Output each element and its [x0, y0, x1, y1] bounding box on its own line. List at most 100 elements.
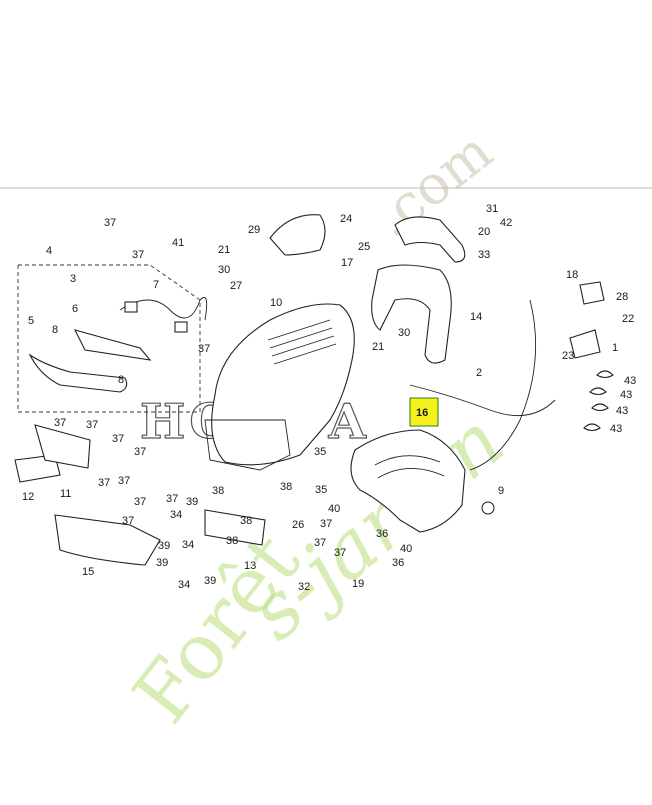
part-number-label: 39 [204, 575, 216, 587]
part-number-label: 37 [134, 446, 146, 458]
part-number-label: 31 [486, 203, 498, 215]
part-number-label: 12 [22, 491, 34, 503]
part-number-label: 37 [118, 475, 130, 487]
part-number-label: 24 [340, 213, 352, 225]
part-number-label: 5 [28, 315, 34, 327]
part-number-label: 41 [172, 237, 184, 249]
part-number-label: 27 [230, 280, 242, 292]
part-number-label: 30 [398, 327, 410, 339]
part-number-label: 32 [298, 581, 310, 593]
part-number-label: 7 [153, 279, 159, 291]
part-number-label: 37 [134, 496, 146, 508]
lever-assembly [569, 329, 601, 359]
part-labels: 4356878373737412130272924172531422033182… [22, 203, 636, 593]
hood-vents [267, 319, 337, 365]
light-bracket [73, 329, 152, 361]
part-number-label: 38 [240, 515, 252, 527]
part-number-label: 43 [624, 375, 636, 387]
part-number-label: 37 [98, 477, 110, 489]
grommet [481, 501, 495, 515]
part-number-label: 3 [70, 273, 76, 285]
part-number-label: 37 [112, 433, 124, 445]
part-number-label: 36 [392, 557, 404, 569]
hood [211, 303, 355, 466]
wiring-harness [119, 297, 208, 321]
part-number-label: 6 [72, 303, 78, 315]
part-number-label: 30 [218, 264, 230, 276]
hood-hinge [204, 509, 266, 546]
part-number-label: 34 [170, 509, 182, 521]
part-number-label: 21 [372, 341, 384, 353]
part-number-label: 33 [478, 249, 490, 261]
highlight-label: 16 [416, 407, 428, 419]
connector [124, 301, 138, 313]
part-number-label: 11 [60, 488, 71, 500]
part-number-label: 15 [82, 566, 94, 578]
part-number-label: 23 [562, 350, 574, 362]
throttle-cable [409, 384, 556, 417]
part-number-label: 8 [118, 374, 124, 386]
part-number-label: 2 [476, 367, 482, 379]
part-number-label: 25 [358, 241, 370, 253]
part-number-label: 29 [248, 224, 260, 236]
part-number-label: 37 [334, 547, 346, 559]
part-number-label: 43 [620, 389, 632, 401]
part-number-label: 39 [186, 496, 198, 508]
steering-column-cover [371, 264, 452, 364]
part-number-label: 18 [566, 269, 578, 281]
part-number-label: 38 [212, 485, 224, 497]
upper-bracket [394, 216, 466, 263]
part-number-label: 13 [244, 560, 256, 572]
part-number-label: 37 [104, 217, 116, 229]
part-number-label: 21 [218, 244, 230, 256]
part-number-label: 42 [500, 217, 512, 229]
part-number-label: 39 [156, 557, 168, 569]
part-number-label: 37 [86, 419, 98, 431]
part-number-label: 26 [292, 519, 304, 531]
part-number-label: 40 [400, 543, 412, 555]
choke-cable [469, 299, 537, 471]
part-number-label: 1 [612, 342, 618, 354]
part-number-label: 35 [315, 484, 327, 496]
part-number-label: 37 [54, 417, 66, 429]
cable-clips [583, 370, 614, 432]
part-number-label: 37 [132, 249, 144, 261]
lever-cap [579, 281, 605, 305]
headlight-lens [28, 353, 128, 393]
part-number-label: 20 [478, 226, 490, 238]
part-number-label: 37 [166, 493, 178, 505]
part-number-label: 37 [198, 343, 210, 355]
part-number-label: 43 [616, 405, 628, 417]
part-number-label: 9 [498, 485, 504, 497]
assembly-box [17, 264, 201, 413]
lens-cover [14, 454, 61, 483]
dash-cover [269, 214, 326, 256]
part-number-label: 10 [270, 297, 282, 309]
part-number-label: 37 [122, 515, 134, 527]
part-number-label: 34 [178, 579, 190, 591]
part-number-label: 22 [622, 313, 634, 325]
part-number-label: 37 [314, 537, 326, 549]
part-number-label: 38 [226, 535, 238, 547]
grille-face [204, 419, 291, 471]
part-number-label: 19 [352, 578, 364, 590]
part-number-label: 36 [376, 528, 388, 540]
part-number-label: 39 [158, 540, 170, 552]
part-number-label: 35 [314, 446, 326, 458]
part-number-label: 8 [52, 324, 58, 336]
fender-panel [350, 429, 466, 533]
part-number-label: 4 [46, 245, 52, 257]
front-grille [54, 514, 161, 566]
part-number-label: 28 [616, 291, 628, 303]
part-number-label: 38 [280, 481, 292, 493]
part-number-label: 17 [341, 257, 353, 269]
lower-bracket [34, 424, 91, 469]
part-number-label: 14 [470, 311, 482, 323]
part-number-label: 40 [328, 503, 340, 515]
part-number-label: 37 [320, 518, 332, 530]
fender-ribs [374, 455, 445, 479]
part-number-label: 34 [182, 539, 194, 551]
part-number-label: 43 [610, 423, 622, 435]
